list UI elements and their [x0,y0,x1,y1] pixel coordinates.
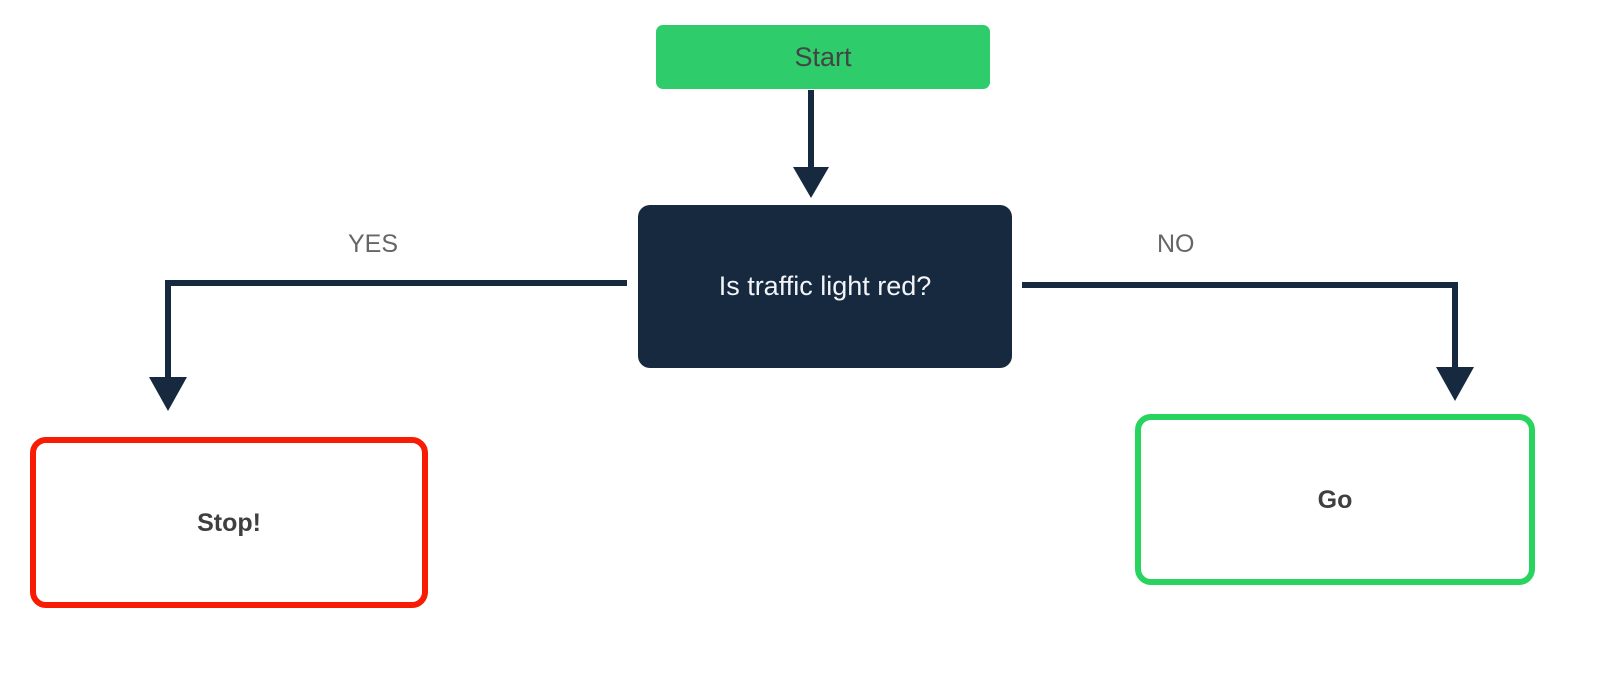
edge-label-yes: YES [348,230,399,258]
edge-start-to-decision [793,90,829,198]
edge-line-decision-to-stop [165,280,627,380]
edge-label-no: NO [1157,230,1195,258]
node-go[interactable]: Go [1135,414,1535,585]
node-stop-label: Stop! [197,508,261,537]
node-start-label: Start [794,41,852,72]
edge-decision-to-go [1022,282,1474,401]
node-decision[interactable]: Is traffic light red? [638,205,1012,368]
edge-decision-to-stop [149,280,627,411]
arrowhead-decision-to-go [1436,367,1474,401]
arrowhead-decision-to-stop [149,377,187,411]
edge-line-decision-to-go [1022,282,1458,370]
node-decision-label: Is traffic light red? [718,271,932,302]
node-stop[interactable]: Stop! [30,437,428,608]
node-start[interactable]: Start [656,25,990,89]
node-go-label: Go [1317,485,1353,514]
arrowhead-start-to-decision [793,167,829,198]
